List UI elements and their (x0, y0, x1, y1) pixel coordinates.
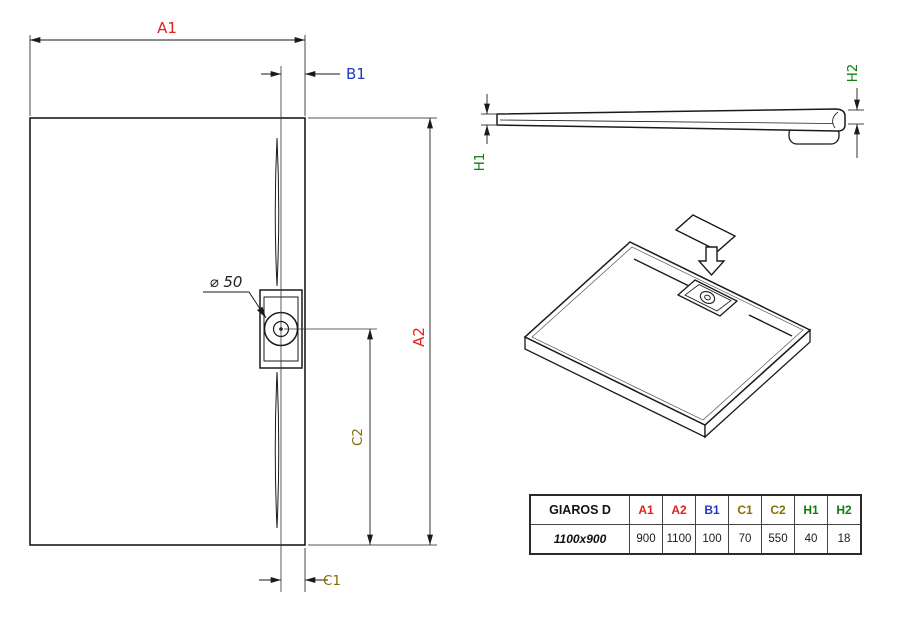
tray-outline-top-view (29, 117, 306, 546)
iso-drain-cover (674, 214, 737, 252)
dimensions-table: GIAROS D A1 A2 B1 C1 C2 H1 H2 1100x900 9… (529, 494, 862, 555)
spec-table: GIAROS D A1 A2 B1 C1 C2 H1 H2 1100x900 9… (529, 494, 862, 555)
value-c1: 70 (728, 524, 762, 555)
isometric-view (523, 214, 812, 439)
dim-c1 (259, 548, 328, 592)
value-h1: 40 (794, 524, 828, 555)
table-values-row: 1100x900 900 1100 100 70 550 40 18 (529, 524, 862, 555)
top-view (29, 117, 306, 546)
col-header-h1: H1 (794, 494, 828, 525)
dim-h1 (481, 94, 496, 144)
drain-diameter-leader (203, 291, 267, 319)
col-header-a1: A1 (629, 494, 663, 525)
model-name-cell: GIAROS D (529, 494, 630, 525)
c2-label: C2 (350, 428, 366, 446)
size-cell: 1100x900 (529, 524, 630, 555)
value-a1: 900 (629, 524, 663, 555)
table-header-row: GIAROS D A1 A2 B1 C1 C2 H1 H2 (529, 494, 862, 525)
value-c2: 550 (761, 524, 795, 555)
iso-drain-opening (676, 279, 739, 317)
dim-a2 (308, 117, 437, 546)
value-a2: 1100 (662, 524, 696, 555)
b1-label: B1 (346, 65, 366, 83)
c1-label: C1 (323, 573, 341, 589)
a2-label: A2 (410, 327, 428, 347)
profile-drain-recess (832, 111, 839, 129)
iso-inner-rim (531, 246, 804, 421)
tray-profile-outline (496, 108, 846, 132)
a1-label: A1 (157, 19, 177, 37)
dimension-lines (29, 35, 437, 592)
col-header-h2: H2 (827, 494, 862, 525)
col-header-c1: C1 (728, 494, 762, 525)
col-header-a2: A2 (662, 494, 696, 525)
tray-profile-inner-floor (499, 119, 834, 124)
col-header-c2: C2 (761, 494, 795, 525)
h2-label: H2 (845, 64, 861, 83)
side-profile-view (496, 108, 846, 145)
drain-slot-lower (274, 371, 280, 529)
h1-label: H1 (472, 153, 488, 172)
iso-top-face (523, 241, 812, 426)
value-b1: 100 (695, 524, 729, 555)
dim-a1 (29, 35, 306, 116)
value-h2: 18 (827, 524, 862, 555)
iso-slot-upper (633, 258, 692, 288)
insert-arrow-icon (697, 246, 726, 277)
iso-slot-lower (748, 314, 793, 337)
drain-slot-upper (274, 137, 280, 287)
col-header-b1: B1 (695, 494, 729, 525)
drain-diameter-label: ⌀ 50 (210, 273, 243, 291)
dim-h2 (848, 88, 864, 158)
